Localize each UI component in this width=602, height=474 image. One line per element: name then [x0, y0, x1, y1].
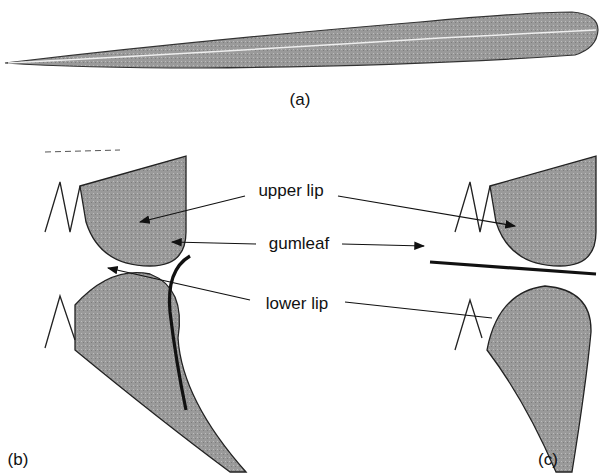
part-label: lower lip [263, 294, 331, 315]
leader-arrow [140, 196, 245, 222]
panel-label: (c) [535, 450, 561, 471]
part-label: upper lip [255, 181, 326, 202]
mouth-zigzag [45, 296, 75, 348]
lower-lip-c [487, 286, 591, 472]
leader-arrow [338, 196, 515, 226]
leader-arrow [108, 268, 250, 300]
gumleaf-straight [430, 262, 596, 274]
panel-label: (a) [287, 90, 314, 111]
panel-label: (b) [5, 450, 32, 471]
mouth-zigzag [45, 182, 80, 232]
gumleaf-bent [169, 256, 190, 410]
leaf-midrib [8, 30, 596, 63]
leader-line [345, 302, 492, 318]
mouth-zigzag [455, 300, 482, 350]
mouth-zigzag [455, 182, 490, 232]
stray-mark [45, 150, 120, 152]
upper-lip-b [80, 156, 186, 266]
part-label: gumleaf [266, 234, 332, 255]
leader-arrow [172, 242, 256, 244]
gumleaf-outline [5, 12, 598, 68]
upper-lip-c [490, 156, 596, 266]
leader-arrow [342, 244, 424, 246]
lower-lip-b [75, 273, 246, 472]
